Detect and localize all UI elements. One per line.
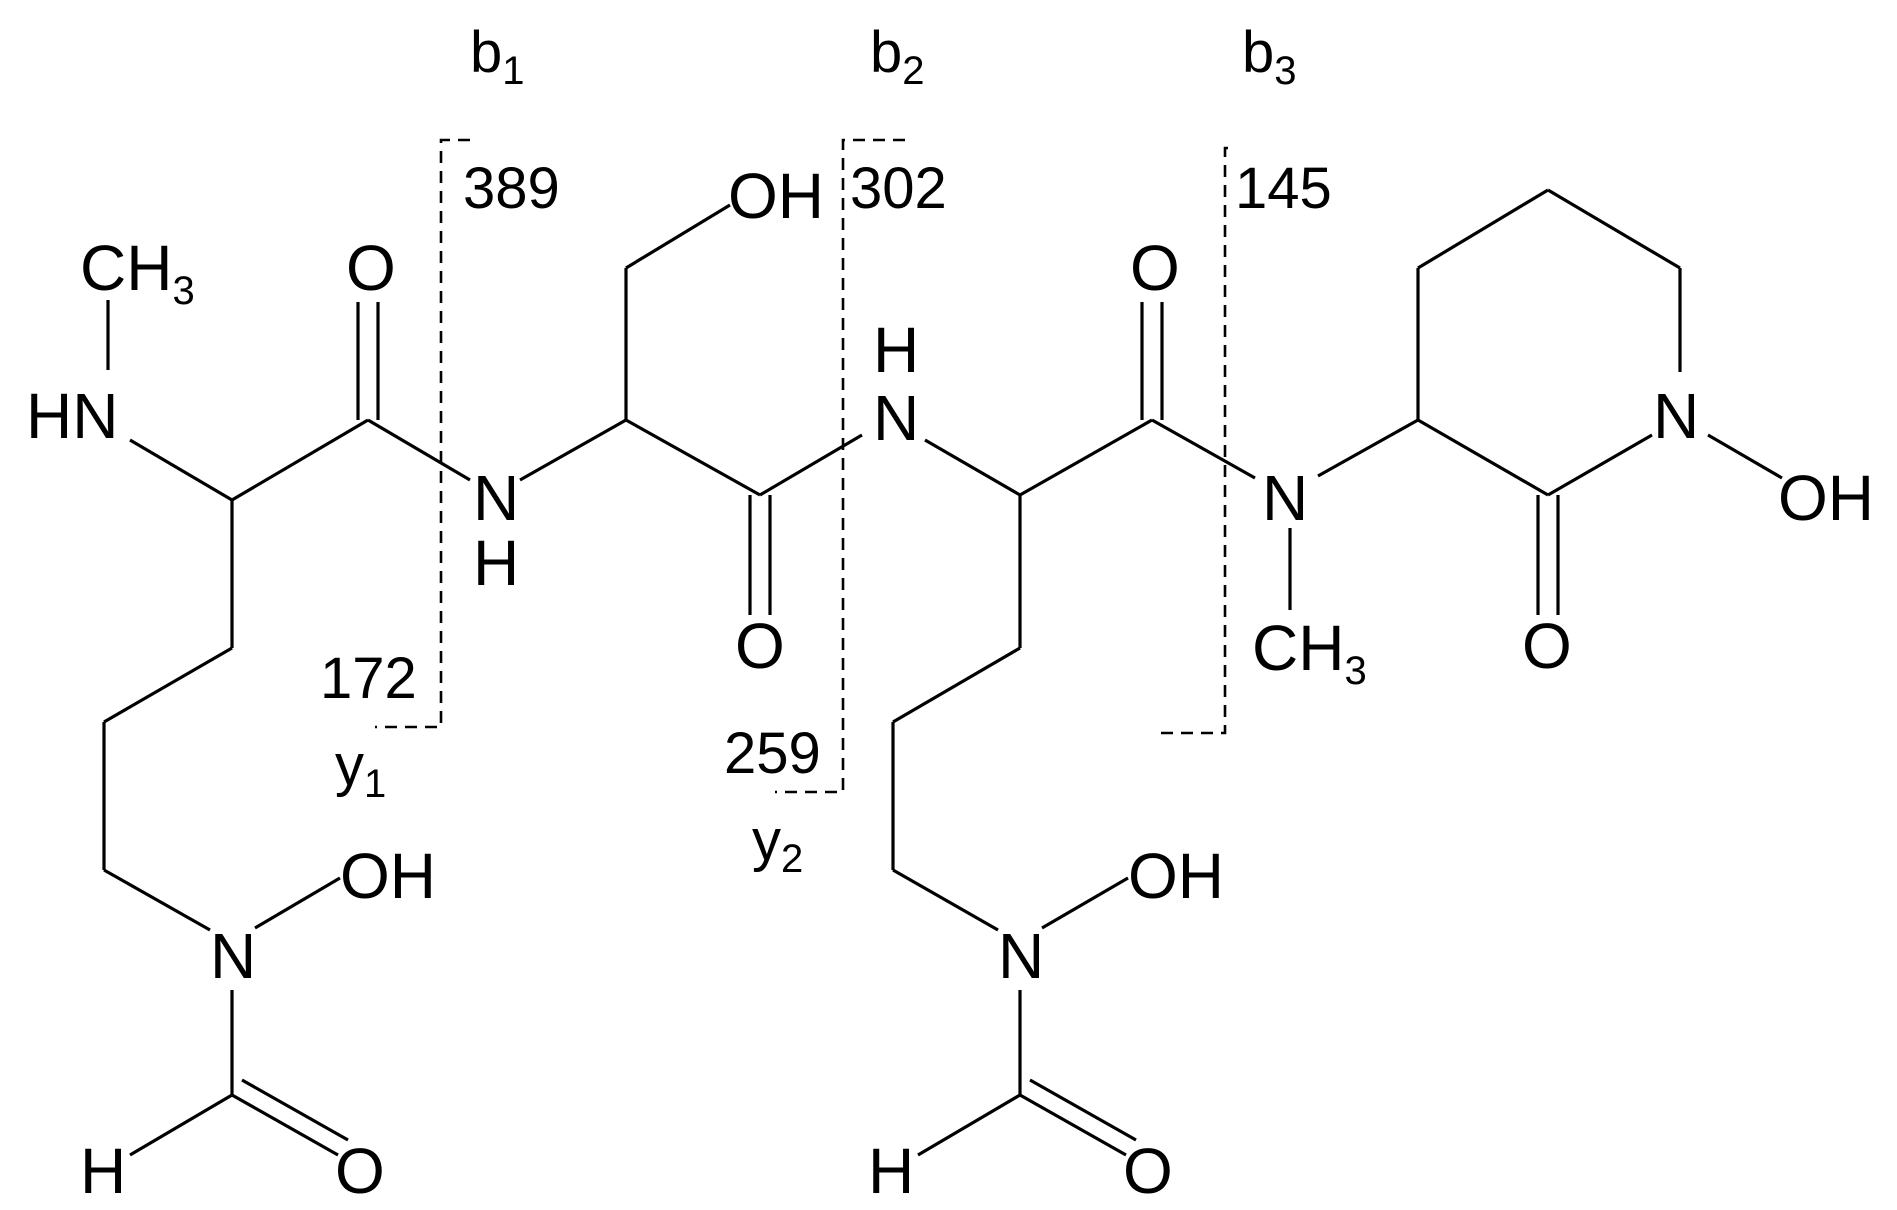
bond-c3-nme bbox=[1151, 418, 1256, 480]
atom-labels: CH3 HN O N H OH O H N O N CH3 N OH O OH … bbox=[26, 160, 1874, 1207]
atom-h-formyl-1: H bbox=[80, 1135, 126, 1207]
fragment-b1-mass: 389 bbox=[463, 156, 560, 221]
bond-cb-oh bbox=[625, 203, 731, 270]
fragment-labels: b1 389 b2 302 b3 145 172 y1 259 y2 bbox=[320, 20, 1332, 881]
atom-o-carbonyl-2: O bbox=[735, 610, 785, 682]
bond-ring-c5-c6 bbox=[1547, 188, 1681, 270]
atom-oh-ring: OH bbox=[1778, 462, 1874, 534]
bond-cformyl-o-2a bbox=[1019, 1093, 1127, 1157]
atom-o-formyl-2: O bbox=[1123, 1135, 1173, 1207]
cleavage-b2-y2 bbox=[775, 138, 905, 794]
atom-n-hydroxamate-2: N bbox=[998, 920, 1044, 992]
bond-side3-4 bbox=[892, 868, 999, 932]
cleavage-b3 bbox=[1160, 146, 1228, 735]
bond-nh-calpha1 bbox=[129, 438, 233, 502]
fragment-b3-mass: 145 bbox=[1235, 156, 1332, 221]
atom-n-hydroxamate-1: N bbox=[210, 920, 256, 992]
fragment-b2-mass: 302 bbox=[850, 156, 947, 221]
bond-n-oh-1 bbox=[254, 876, 341, 930]
bond-nme-ring-c3 bbox=[1317, 418, 1419, 478]
atom-h-amide-2: H bbox=[873, 314, 919, 386]
bond-cformyl-h-1 bbox=[129, 1093, 233, 1157]
atom-oh-serine: OH bbox=[728, 160, 824, 232]
bond-side1-4 bbox=[103, 868, 211, 932]
bond-cformyl-o-2b bbox=[1029, 1078, 1137, 1142]
bond-ring-n-c2 bbox=[1547, 433, 1653, 497]
bond-n-oh-2 bbox=[1041, 876, 1129, 930]
fragment-y1-mass: 172 bbox=[320, 646, 417, 711]
atom-n-ring: N bbox=[1653, 380, 1699, 452]
bond-c2-n2 bbox=[759, 433, 863, 497]
atom-ch3-top-left: CH3 bbox=[80, 232, 195, 313]
fragment-b1-label: b1 bbox=[470, 20, 525, 93]
bond-cformyl-o-1a bbox=[231, 1093, 339, 1157]
atom-ch3-n-methyl: CH3 bbox=[1252, 612, 1367, 693]
bond-ring-n-oh bbox=[1707, 433, 1783, 480]
cleavage-b1-y1 bbox=[375, 138, 470, 729]
atom-oh-hydroxamate-2: OH bbox=[1128, 840, 1224, 912]
atom-oh-hydroxamate-1: OH bbox=[340, 840, 436, 912]
bond-side3-2 bbox=[892, 646, 1021, 724]
bond-n1-calpha2 bbox=[519, 418, 627, 482]
atom-n-amide-2: N bbox=[873, 382, 919, 454]
fragment-b2-label: b2 bbox=[870, 20, 925, 93]
atom-o-carbonyl-1: O bbox=[346, 232, 396, 304]
bond-calpha1-c1 bbox=[231, 418, 369, 502]
atom-o-carbonyl-3: O bbox=[1130, 232, 1180, 304]
bond-calpha3-c3 bbox=[1019, 418, 1153, 497]
bond-cformyl-o-1b bbox=[241, 1078, 349, 1142]
atom-n-amide-1: N bbox=[473, 462, 519, 534]
bond-calpha2-c2 bbox=[625, 418, 761, 497]
atom-hn-left: HN bbox=[26, 380, 118, 452]
fragment-y2-mass: 259 bbox=[724, 721, 821, 786]
atom-o-formyl-1: O bbox=[335, 1135, 385, 1207]
atom-h-formyl-2: H bbox=[868, 1135, 914, 1207]
atom-o-ring: O bbox=[1522, 610, 1572, 682]
atom-n-methyl-amide: N bbox=[1262, 462, 1308, 534]
fragment-y2-label: y2 bbox=[752, 808, 803, 881]
bond-side1-2 bbox=[103, 646, 233, 724]
fragmentation-lines bbox=[375, 138, 1228, 794]
bond-ring-c4-c5 bbox=[1417, 188, 1549, 270]
fragment-y1-label: y1 bbox=[335, 733, 386, 806]
bond-n2-calpha3 bbox=[924, 438, 1021, 497]
bonds bbox=[102, 188, 1783, 1157]
bond-c1-n1 bbox=[367, 418, 471, 482]
bond-ring-c2-c3 bbox=[1417, 418, 1549, 497]
atom-h-amide-1: H bbox=[473, 527, 519, 599]
fragment-b3-label: b3 bbox=[1242, 20, 1297, 93]
bond-cformyl-h-2 bbox=[917, 1093, 1021, 1157]
